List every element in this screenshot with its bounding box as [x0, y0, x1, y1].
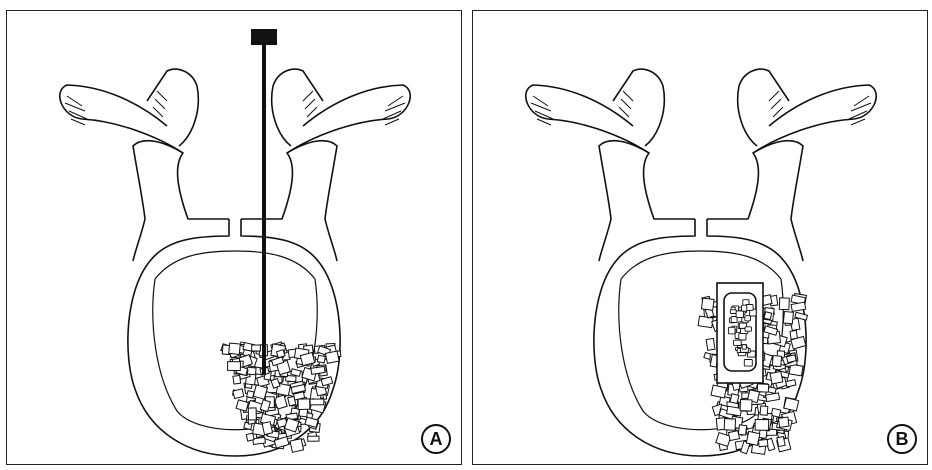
- graft-block: [760, 406, 768, 415]
- probe-instrument: [251, 29, 277, 375]
- cage-graft-block: [739, 333, 746, 340]
- graft-block: [727, 406, 742, 416]
- cage-graft-block: [744, 360, 752, 367]
- graft-block: [764, 312, 772, 320]
- panel-a: A: [6, 10, 462, 465]
- graft-block: [305, 417, 318, 427]
- graft-block: [757, 384, 768, 392]
- vertebra-outline: [526, 69, 876, 456]
- graft-block: [706, 338, 715, 350]
- graft-block: [787, 355, 797, 363]
- graft-block: [770, 371, 783, 384]
- graft-block: [738, 425, 746, 435]
- graft-block: [701, 298, 714, 310]
- vertebra-diagram-b: [473, 11, 929, 466]
- cage-graft-block: [736, 311, 743, 318]
- graft-block: [276, 350, 285, 358]
- graft-block: [711, 385, 726, 398]
- graft-block: [233, 389, 244, 399]
- graft-block: [758, 439, 767, 446]
- cage-graft-block: [728, 327, 735, 334]
- cage-graft-block: [730, 310, 736, 314]
- bone-graft-cluster: [221, 342, 341, 452]
- graft-block: [308, 436, 319, 441]
- graft-block: [755, 420, 769, 431]
- graft-block: [252, 345, 261, 351]
- graft-block: [778, 417, 789, 427]
- graft-block: [730, 394, 739, 404]
- probe-shaft: [262, 45, 266, 375]
- graft-block: [772, 356, 781, 367]
- graft-block: [311, 366, 325, 374]
- fusion-cage: [717, 283, 763, 383]
- graft-block: [248, 408, 256, 420]
- graft-block: [253, 437, 266, 444]
- panel-label-b: B: [887, 424, 917, 454]
- panel-b: B: [472, 10, 928, 465]
- graft-block: [291, 369, 301, 377]
- facet-hatching: [65, 91, 405, 125]
- cage-graft-block: [745, 327, 752, 331]
- graft-block: [229, 343, 241, 354]
- facet-hatching: [531, 91, 871, 125]
- graft-block: [290, 439, 304, 453]
- graft-block: [317, 355, 325, 363]
- graft-block: [247, 391, 254, 398]
- graft-block: [246, 433, 254, 441]
- graft-block: [777, 437, 785, 447]
- vertebra-diagram-a: [7, 11, 463, 466]
- graft-block: [724, 419, 735, 431]
- probe-handle: [251, 29, 277, 45]
- graft-block: [228, 362, 241, 371]
- graft-block: [740, 399, 752, 411]
- graft-block: [784, 398, 799, 411]
- graft-block: [746, 431, 760, 445]
- cage-graft-block: [734, 340, 742, 345]
- graft-block: [698, 316, 713, 328]
- graft-block: [771, 408, 781, 417]
- cage-graft-block: [738, 353, 746, 356]
- graft-block: [298, 399, 310, 410]
- graft-block: [779, 298, 789, 310]
- graft-block: [262, 422, 272, 435]
- graft-block: [768, 387, 776, 394]
- graft-block: [325, 351, 339, 363]
- cage-graft-block: [742, 345, 746, 350]
- graft-block: [728, 431, 739, 441]
- panel-label-a: A: [421, 424, 451, 454]
- graft-block: [783, 311, 793, 323]
- graft-block: [310, 399, 324, 405]
- cage-graft-block: [742, 305, 747, 311]
- cage-graft-block: [745, 316, 751, 321]
